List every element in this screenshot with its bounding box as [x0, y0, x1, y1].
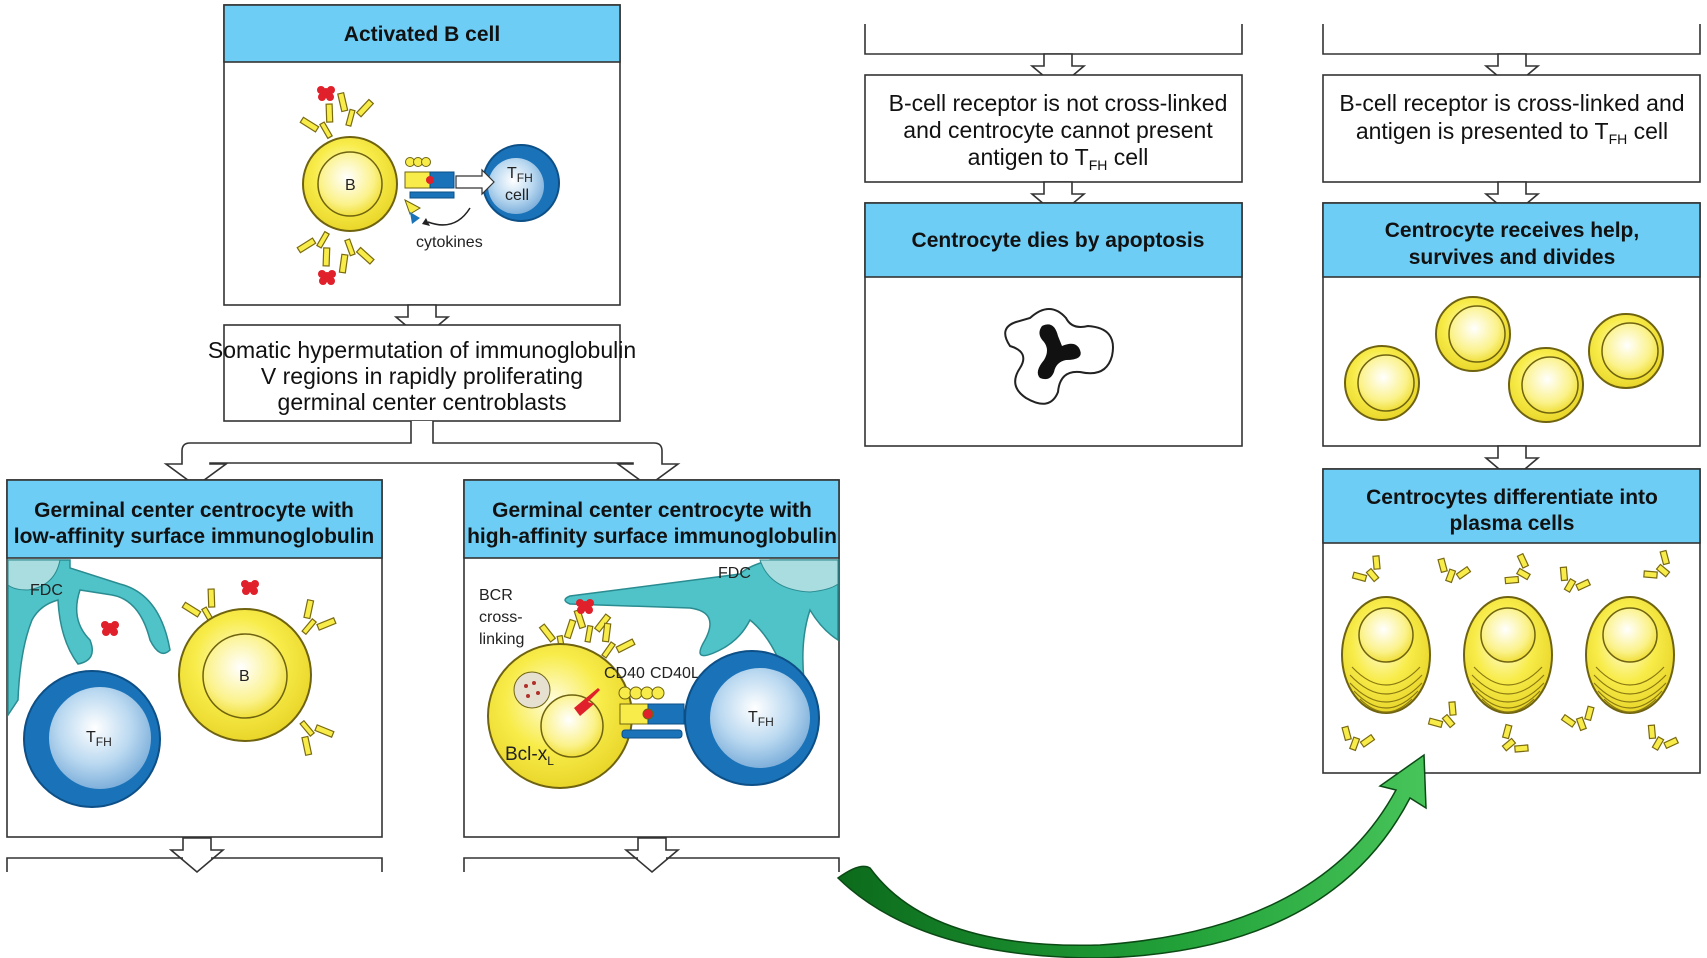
activated-b-cell-title: Activated B cell [344, 23, 500, 46]
cd40-label: CD40 [604, 665, 645, 682]
cytokines-label: cytokines [416, 234, 483, 251]
svg-text:Centrocyte dies by apoptosis: Centrocyte dies by apoptosis [912, 229, 1205, 252]
fdc-cell-right [564, 559, 839, 695]
hypermutation-box: Somatic hypermutation of immunoglobulin … [208, 324, 636, 422]
svg-text:and centrocyte cannot present: and centrocyte cannot present [903, 117, 1213, 143]
svg-text:survives and divides: survives and divides [1409, 246, 1616, 269]
plasma-cell [1341, 596, 1431, 714]
fdc-label-right: FDC [718, 565, 751, 582]
svg-text:Germinal center centrocyte wit: Germinal center centrocyte with [492, 499, 812, 522]
svg-text:germinal center centroblasts: germinal center centroblasts [278, 389, 567, 415]
svg-text:TFH: TFH [748, 709, 774, 729]
svg-text:TFH: TFH [86, 729, 112, 749]
svg-text:low-affinity surface immunoglo: low-affinity surface immunoglobulin [14, 525, 375, 548]
svg-text:V regions in rapidly prolifera: V regions in rapidly proliferating [261, 363, 583, 389]
svg-text:plasma cells: plasma cells [1450, 512, 1575, 535]
svg-text:Centrocyte receives help,: Centrocyte receives help, [1385, 219, 1639, 242]
dividing-centrocyte [1435, 296, 1511, 372]
svg-text:Somatic hypermutation of immun: Somatic hypermutation of immunoglobulin [208, 337, 636, 363]
b-cell-label: B [345, 177, 356, 194]
high-affinity-panel: Germinal center centrocyte with high-aff… [463, 479, 840, 838]
plasma-cells-panel: Centrocytes differentiate into plasma ce… [1322, 468, 1701, 774]
apoptotic-cell [1004, 308, 1114, 405]
svg-text:linking: linking [479, 631, 524, 648]
svg-text:B-cell receptor is not cross-l: B-cell receptor is not cross-linked [889, 90, 1228, 116]
svg-text:BCR: BCR [479, 587, 513, 604]
svg-text:Bcl-xL: Bcl-xL [505, 744, 554, 768]
svg-text:B: B [239, 668, 250, 685]
fdc-label-left: FDC [30, 582, 63, 599]
dividing-centrocyte [1508, 347, 1584, 423]
tfh-cell-label: cell [505, 187, 529, 204]
not-cross-linked-box: B-cell receptor is not cross-linked and … [864, 74, 1243, 183]
low-affinity-panel: Germinal center centrocyte with low-affi… [6, 479, 383, 838]
low-affinity-b-cell: B [178, 585, 339, 759]
help-divides-panel: Centrocyte receives help, survives and d… [1322, 202, 1701, 447]
dividing-centrocyte [1344, 345, 1420, 421]
plasma-cell [1463, 596, 1553, 714]
split-arrow [163, 421, 681, 487]
cd40-synapse [618, 686, 685, 739]
fdc-cell-left [7, 559, 171, 718]
tfh-cell-left: TFH [23, 670, 161, 808]
high-affinity-b-cell: Bcl-xL [487, 599, 638, 789]
plasma-cell [1585, 596, 1675, 714]
svg-text:antigen is presented to TFH ce: antigen is presented to TFH cell [1356, 118, 1668, 147]
svg-text:high-affinity surface immunogl: high-affinity surface immunoglobulin [467, 525, 837, 548]
activated-b-cell-panel: Activated B cell TFH cell B [223, 4, 621, 306]
svg-text:Centrocytes differentiate into: Centrocytes differentiate into [1366, 486, 1658, 509]
svg-text:cross-: cross- [479, 609, 523, 626]
tfh-label: TFH [507, 165, 533, 185]
svg-text:antigen to TFH cell: antigen to TFH cell [968, 144, 1149, 173]
svg-text:Germinal center centrocyte wit: Germinal center centrocyte with [34, 499, 354, 522]
cd40l-label: CD40L [650, 665, 700, 682]
survival-pathway-arrow[interactable] [836, 753, 1427, 958]
svg-text:B-cell receptor is cross-linke: B-cell receptor is cross-linked and [1339, 90, 1684, 116]
cross-linked-box: B-cell receptor is cross-linked and anti… [1322, 74, 1701, 183]
immune-synapse [404, 157, 495, 226]
tfh-cell-right: TFH [684, 650, 820, 786]
activated-b-cell: B [295, 86, 398, 285]
dividing-centrocyte [1588, 313, 1664, 389]
apoptosis-panel: Centrocyte dies by apoptosis [864, 202, 1243, 447]
